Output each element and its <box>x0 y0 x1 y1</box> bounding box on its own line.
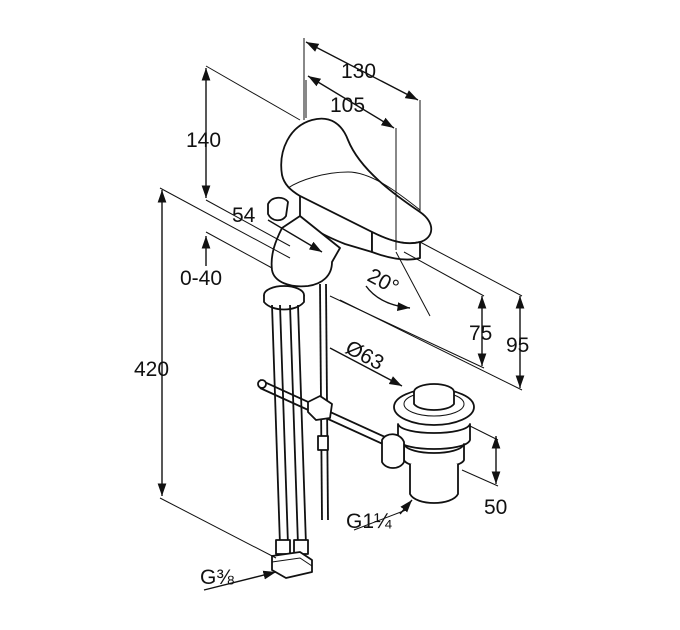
drain-pivot-housing <box>381 433 405 469</box>
leader-g1-1-4 <box>353 509 407 531</box>
bottom-fitting-edge <box>271 557 313 567</box>
ext-95-top <box>419 241 523 297</box>
rod-clip <box>317 435 329 451</box>
ext-140-bottom <box>205 199 291 247</box>
ext-50-bottom <box>461 469 499 487</box>
label-50: 50 <box>484 496 507 519</box>
dim-line-130 <box>305 41 419 101</box>
supply-hoses <box>271 304 313 579</box>
ext-140-top <box>205 65 301 121</box>
lever-rod-end <box>257 379 267 389</box>
ext-75-top <box>403 251 485 297</box>
faucet-body <box>263 117 433 311</box>
arrow-g1-1-4 <box>399 499 413 515</box>
lever-edge-line <box>287 171 421 211</box>
drain-lever-rod <box>257 379 397 451</box>
label-75: 75 <box>469 322 492 345</box>
label-140: 140 <box>186 129 221 152</box>
drain-plug-cap <box>413 392 455 411</box>
label-420: 420 <box>134 358 169 381</box>
dimension-labels: 130 105 140 54 0-40 20° 75 95 Ø63 420 50… <box>134 60 529 589</box>
leader-g3-8 <box>203 570 277 591</box>
ext-0-40 <box>205 231 273 269</box>
hose-right-inner <box>297 304 307 546</box>
label-95: 95 <box>506 334 529 357</box>
hose-right-outer <box>289 304 299 546</box>
angle-20-ray <box>395 251 431 317</box>
label-54: 54 <box>232 204 256 227</box>
base-flange <box>263 295 305 311</box>
label-0-40: 0-40 <box>180 267 222 290</box>
label-g1-1-4: G1¼ <box>346 510 392 533</box>
ext-95-bottom <box>339 299 523 391</box>
faucet-column <box>270 215 341 288</box>
dim-line-54 <box>267 219 323 253</box>
ext-420-bottom <box>159 497 277 559</box>
label-130: 130 <box>341 60 376 83</box>
label-d63: Ø63 <box>342 336 388 375</box>
drain-tail <box>409 464 459 504</box>
dim-line-105 <box>307 75 395 129</box>
angle-20-arc <box>365 285 411 311</box>
label-105: 105 <box>330 94 365 117</box>
dim-line-d63 <box>329 347 403 387</box>
hose-nut-left <box>275 539 291 555</box>
hose-left-inner <box>279 304 289 546</box>
ext-420-top <box>159 187 291 259</box>
dimension-lines <box>157 38 525 591</box>
drain-nut <box>397 423 471 450</box>
drain-assembly <box>381 383 475 504</box>
hose-left-outer <box>271 304 281 546</box>
bottom-fitting <box>271 551 313 579</box>
label-g3-8: G⅜ <box>200 566 234 589</box>
lever-clamp <box>307 395 333 421</box>
popup-knob <box>267 196 289 222</box>
label-20-degrees: 20° <box>364 264 403 299</box>
ext-50-top <box>469 425 499 441</box>
